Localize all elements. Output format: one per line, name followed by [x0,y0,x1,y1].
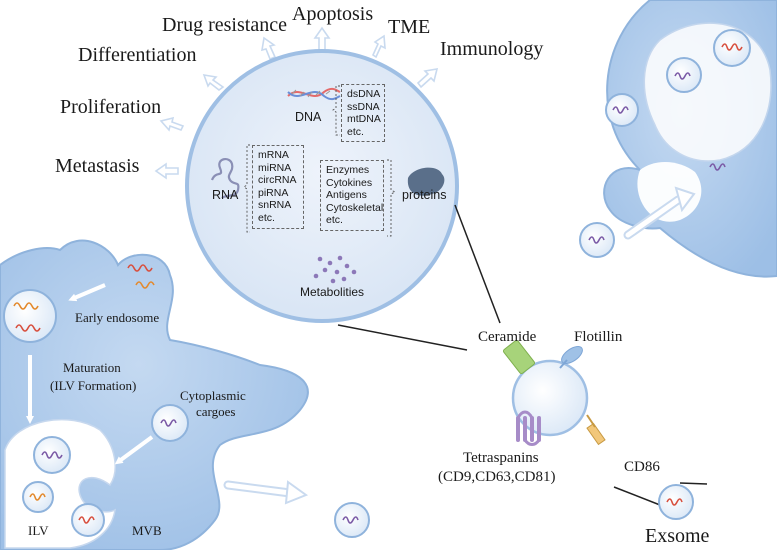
released-rna [709,163,726,171]
rna-icon [210,158,240,199]
protein-label: proteins [402,188,447,202]
dna-label: DNA [295,110,322,124]
connector-lines [337,204,708,506]
ceramide-icon [502,339,536,375]
cargo-circle [185,49,459,323]
exosome-vesicle [658,484,694,520]
label-maturation: Maturation [63,360,121,375]
arrow-drug-resistance [261,36,277,61]
label-immunology: Immunology [440,38,544,60]
metabolite-label: Metabolities [300,285,365,299]
recipient-vesicle [605,93,639,127]
label-metastasis: Metastasis [55,155,140,177]
recipient-vesicle [666,57,702,93]
protein-icon [407,167,445,196]
incoming-exosome [579,222,615,258]
arrow-immunology [416,68,439,89]
arrow-proliferation [159,116,185,132]
arrow-metastasis [154,162,179,180]
label-early-endosome: Early endosome [75,310,160,325]
cd86-icon [586,414,606,446]
label-cd86: CD86 [624,459,660,475]
protein-list: Enzymes Cytokines Antigens Cytoskeletal … [320,160,384,231]
recipient-cell [579,0,777,278]
arrow-apoptosis [313,26,331,51]
rna-label: RNA [212,188,239,202]
label-exosome: Exsome [645,525,710,547]
label-flotillin: Flotillin [574,329,623,345]
label-drug-resistance: Drug resistance [162,14,287,36]
donor-cell [0,239,309,550]
dna-list: dsDNA ssDNA mtDNA etc. [341,84,385,143]
label-proliferation: Proliferation [60,96,162,118]
label-ilv-formation: (ILV Formation) [50,378,137,393]
rna-list: mRNA miRNA circRNA piRNA snRNA etc. [252,145,304,229]
uptake-arrow [623,186,696,240]
exosome-structure [502,339,694,520]
label-tetraspanins: Tetraspanins [463,450,539,466]
label-tetraspanins-list: (CD9,CD63,CD81) [438,469,556,485]
label-differentiation: Differentiation [78,44,197,66]
label-ceramide: Ceramide [478,329,537,345]
label-ilv: ILV [28,523,49,538]
label-tme: TME [388,16,431,38]
label-cytoplasmic: Cytoplasmic [180,388,246,403]
tetraspanin-icon [516,410,541,446]
release-arrow [223,480,309,505]
flotillin-icon [561,346,583,364]
recipient-vesicle [713,29,751,67]
arrow-differentiation [202,73,225,92]
label-apoptosis: Apoptosis [292,3,374,25]
label-cargoes: cargoes [196,404,236,419]
metabolite-icon [313,255,357,284]
released-exosome [334,502,370,538]
arrow-tme [371,34,386,59]
effect-arrows [154,26,439,180]
label-mvb: MVB [132,523,162,538]
